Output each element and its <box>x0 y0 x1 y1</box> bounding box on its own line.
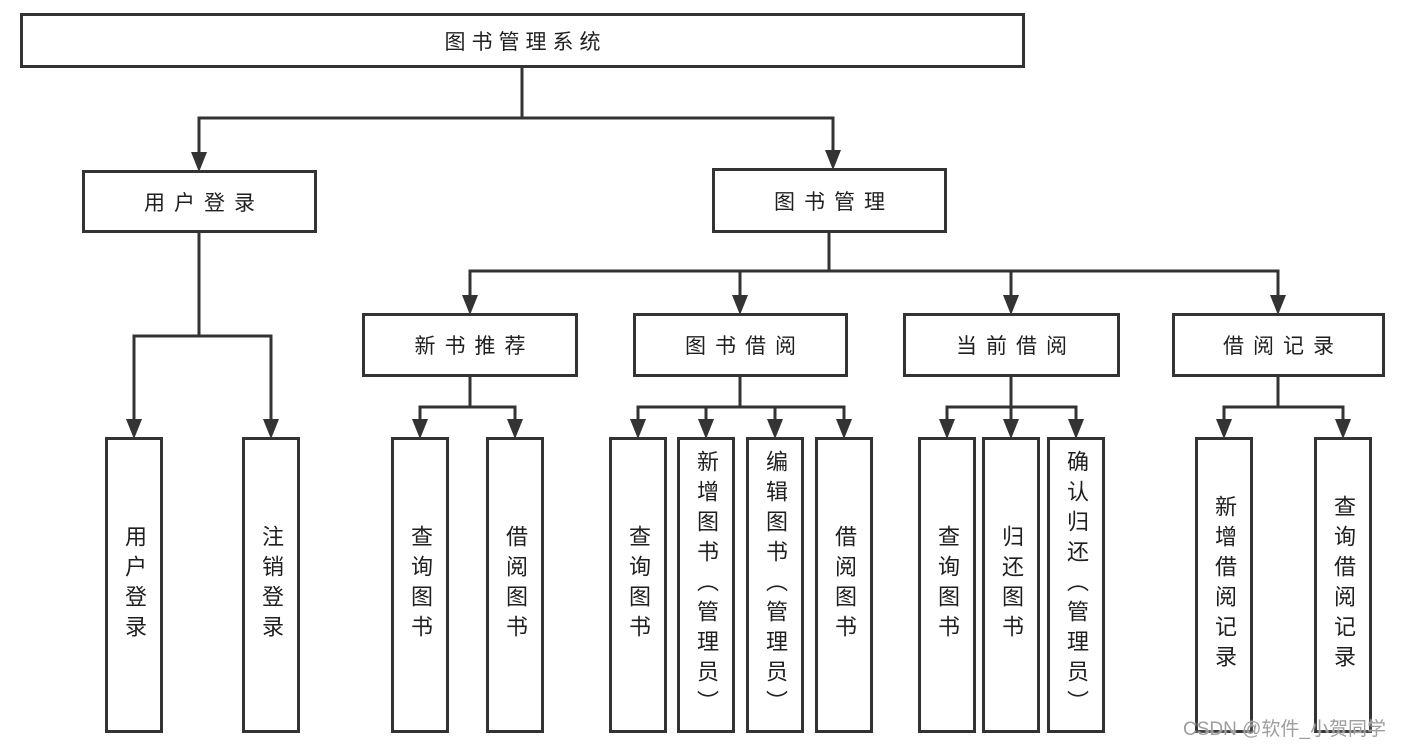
connector-arrowhead <box>1270 295 1286 315</box>
connector-arrowhead <box>836 419 852 439</box>
node-label: 新增借阅记录 <box>1212 495 1237 675</box>
node-record-query-borrow-record: 查询借阅记录 <box>1314 437 1372 733</box>
connector-arrowhead <box>630 419 646 439</box>
node-book-management: 图书管理 <box>712 168 947 233</box>
node-current-return-book: 归还图书 <box>982 437 1040 733</box>
node-label: 查询图书 <box>626 525 651 645</box>
node-user-login: 用户登录 <box>82 170 317 233</box>
node-recommend-borrow-book: 借阅图书 <box>486 437 544 733</box>
node-borrow-add-book-admin: 新增图书（管理员） <box>677 437 735 733</box>
node-new-book-recommend: 新书推荐 <box>362 313 578 377</box>
connector-arrowhead <box>732 295 748 315</box>
connector-arrowhead <box>126 419 142 439</box>
node-current-borrow: 当前借阅 <box>903 313 1120 377</box>
connector-arrowhead <box>939 419 955 439</box>
node-label: 编辑图书（管理员） <box>763 450 788 720</box>
node-label: 用户登录 <box>122 525 147 645</box>
node-label: 确认归还（管理员） <box>1064 450 1089 720</box>
node-borrow-record: 借阅记录 <box>1172 313 1385 377</box>
node-library-management-system: 图书管理系统 <box>20 13 1025 68</box>
node-label: 查询图书 <box>408 525 433 645</box>
csdn-watermark: CSDN @软件_小贺同学 <box>1183 719 1386 740</box>
node-label: 注销登录 <box>259 525 284 645</box>
node-label: 借阅图书 <box>503 525 528 645</box>
connector-arrowhead <box>1003 419 1019 439</box>
node-record-add-borrow-record: 新增借阅记录 <box>1195 437 1253 733</box>
node-logout: 注销登录 <box>242 437 300 733</box>
connector-arrowhead <box>412 419 428 439</box>
node-label: 查询借阅记录 <box>1331 495 1356 675</box>
connector-arrowhead <box>1068 419 1084 439</box>
connector-arrowhead <box>507 419 523 439</box>
node-recommend-query-book: 查询图书 <box>391 437 449 733</box>
node-label: 借阅图书 <box>832 525 857 645</box>
node-borrow-borrow-book: 借阅图书 <box>815 437 873 733</box>
connector-arrowhead <box>1003 295 1019 315</box>
connector-arrowhead <box>263 419 279 439</box>
node-label: 查询图书 <box>935 525 960 645</box>
node-borrow-query-book: 查询图书 <box>609 437 667 733</box>
connector-arrowhead <box>825 150 841 170</box>
connector-arrowhead <box>767 419 783 439</box>
connector-arrowhead <box>191 152 207 172</box>
node-current-query-book: 查询图书 <box>918 437 976 733</box>
connector-arrowhead <box>1216 419 1232 439</box>
node-book-borrow: 图书借阅 <box>633 313 848 377</box>
node-borrow-edit-book-admin: 编辑图书（管理员） <box>746 437 804 733</box>
connector-arrowhead <box>698 419 714 439</box>
connector-arrowhead <box>1335 419 1351 439</box>
node-user-login-leaf: 用户登录 <box>105 437 163 733</box>
node-label: 归还图书 <box>999 525 1024 645</box>
node-current-confirm-return-admin: 确认归还（管理员） <box>1047 437 1105 733</box>
connector-arrowhead <box>462 295 478 315</box>
node-label: 新增图书（管理员） <box>694 450 719 720</box>
